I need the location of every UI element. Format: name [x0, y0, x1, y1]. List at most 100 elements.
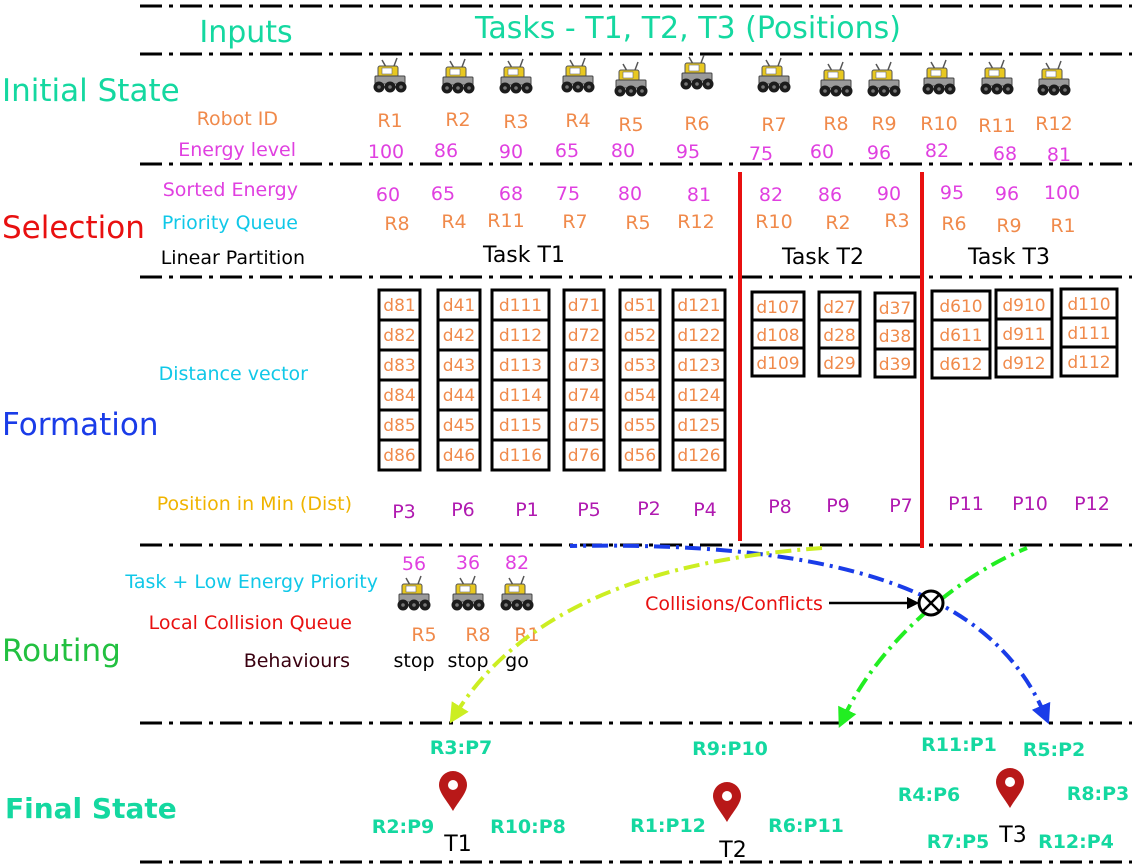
routing-behaviour: stop — [447, 650, 488, 672]
local-collision-label: Local Collision Queue — [149, 612, 352, 634]
min-distance-position: P4 — [693, 499, 717, 521]
distance-vector-label: Distance vector — [159, 363, 309, 385]
priority-queue-robot: R2 — [825, 212, 850, 234]
final-task-t1: T1 — [443, 832, 471, 857]
distance-cell: d910 — [1002, 296, 1045, 316]
distance-cell: d611 — [939, 326, 982, 346]
sorted-energy: 96 — [995, 183, 1019, 205]
distance-cell: d122 — [677, 326, 720, 346]
sorted-energy: 100 — [1044, 182, 1080, 204]
min-distance-position: P5 — [577, 499, 601, 521]
distance-cell: d51 — [624, 296, 656, 316]
distance-cell: d54 — [624, 386, 656, 406]
distance-cell: d82 — [383, 326, 415, 346]
distance-cell: d76 — [568, 446, 600, 466]
map-pin-icon — [713, 782, 741, 822]
assignment-r10-p8: R10:P8 — [490, 816, 566, 838]
distance-cell: d37 — [879, 299, 911, 319]
energy-level: 82 — [925, 140, 949, 162]
routing-behaviour: go — [505, 650, 529, 672]
min-distance-position: P11 — [948, 493, 984, 515]
robot-id-label: Robot ID — [197, 108, 278, 130]
routing-energy: 56 — [402, 553, 426, 575]
map-pin-icon — [996, 768, 1024, 808]
tasks-header: Tasks - T1, T2, T3 (Positions) — [474, 11, 901, 46]
energy-level: 81 — [1047, 144, 1071, 166]
distance-vector-column — [671, 288, 727, 472]
collision-label: Collisions/Conflicts — [645, 593, 823, 615]
distance-vector-column — [930, 289, 992, 380]
robot-rover-icon — [922, 59, 956, 95]
partition-task-t3: Task T3 — [967, 245, 1050, 270]
distance-cell: d81 — [383, 296, 415, 316]
energy-level: 100 — [368, 141, 404, 163]
robot-rover-icon — [373, 57, 407, 93]
distance-cell: d124 — [677, 386, 720, 406]
energy-level: 65 — [555, 140, 579, 162]
distance-vector-column — [750, 290, 806, 378]
robot-id: R3 — [503, 111, 528, 133]
distance-cell: d41 — [443, 296, 475, 316]
distance-vector-column — [436, 288, 482, 472]
assignment-r5-p2: R5:P2 — [1023, 739, 1086, 761]
distance-cell: d108 — [756, 326, 799, 346]
route-t3-arrow — [569, 543, 1051, 725]
priority-queue-label: Priority Queue — [162, 212, 298, 234]
assignment-r8-p3: R8:P3 — [1067, 783, 1130, 805]
partition-task-t1: Task T1 — [482, 243, 565, 268]
routing-energy: 36 — [456, 552, 480, 574]
distance-cell: d52 — [624, 326, 656, 346]
min-distance-position: P2 — [637, 498, 661, 520]
assignment-r7-p5: R7:P5 — [927, 831, 990, 853]
distance-cell: d911 — [1002, 325, 1045, 345]
distance-cell: d111 — [1067, 324, 1110, 344]
sorted-energy: 75 — [556, 183, 580, 205]
robot-rover-icon — [980, 59, 1014, 95]
energy-level-label: Energy level — [178, 139, 296, 161]
behaviours-label: Behaviours — [244, 650, 350, 672]
distance-cell: d112 — [499, 326, 542, 346]
energy-level: 96 — [867, 142, 891, 164]
route-t1-arrow — [449, 546, 823, 724]
priority-queue-robot: R7 — [562, 211, 587, 233]
distance-cell: d42 — [443, 326, 475, 346]
priority-queue-robot: R4 — [441, 211, 466, 233]
distance-cell: d912 — [1002, 354, 1045, 374]
robot-rover-icon — [500, 575, 534, 611]
routing-robot-id: R8 — [465, 624, 490, 646]
distance-cell: d73 — [568, 356, 600, 376]
robot-rover-icon — [757, 57, 791, 93]
min-distance-position: P3 — [392, 501, 416, 523]
distance-cell: d123 — [677, 356, 720, 376]
distance-cell: d126 — [677, 446, 720, 466]
priority-queue-robot: R5 — [625, 212, 650, 234]
distance-cell: d612 — [939, 355, 982, 375]
priority-queue-robot: R12 — [677, 211, 714, 233]
robot-rover-icon — [441, 58, 475, 94]
robot-rover-icon — [867, 61, 901, 97]
robot-rover-icon — [819, 61, 853, 97]
robot-id: R5 — [618, 114, 643, 136]
robot-rover-icon — [680, 54, 714, 90]
inputs-header: Inputs — [199, 15, 292, 50]
final-task-t3: T3 — [998, 823, 1026, 848]
robot-rover-icon — [1037, 60, 1071, 96]
distance-cell: d85 — [383, 416, 415, 436]
priority-queue-robot: R10 — [755, 211, 792, 233]
distance-cell: d43 — [443, 356, 475, 376]
robot-id: R11 — [978, 115, 1015, 137]
energy-level: 60 — [810, 141, 834, 163]
section-routing: Routing — [2, 633, 121, 669]
map-pin-icon — [439, 771, 467, 811]
robot-rover-icon — [499, 58, 533, 94]
distance-vector-column — [1059, 287, 1119, 378]
distance-cell: d28 — [823, 326, 855, 346]
distance-vector-column — [377, 288, 422, 472]
distance-cell: d71 — [568, 296, 600, 316]
priority-queue-robot: R1 — [1050, 215, 1075, 237]
distance-cell: d75 — [568, 416, 600, 436]
min-distance-position: P7 — [889, 495, 913, 517]
robot-id: R7 — [761, 114, 786, 136]
routing-behaviour: stop — [393, 650, 434, 672]
